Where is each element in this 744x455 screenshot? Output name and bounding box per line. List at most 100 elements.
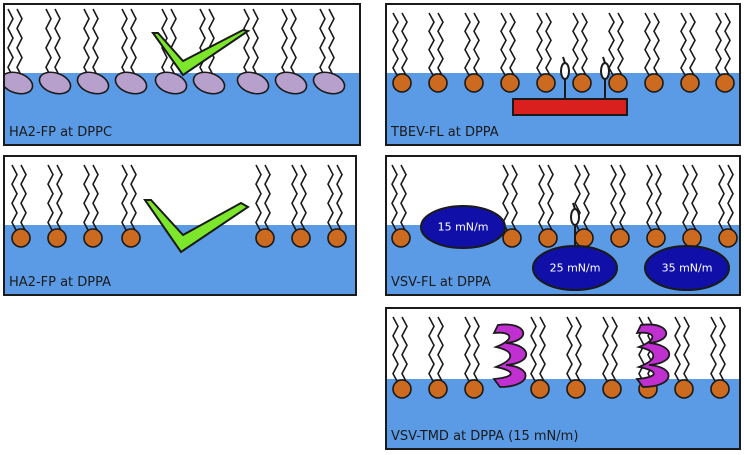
lipid-head xyxy=(536,73,556,93)
lipid-head xyxy=(312,71,346,95)
lipid-tail xyxy=(674,316,681,384)
lipid-tail xyxy=(243,8,250,78)
lipid-tail xyxy=(428,12,435,78)
lipid-tail xyxy=(170,8,177,78)
lipid-tail xyxy=(715,12,722,78)
lipid-head xyxy=(610,228,630,248)
panel-caption: TBEV-FL at DPPA xyxy=(391,125,499,140)
lipid-tail xyxy=(392,316,399,384)
panel-illustration xyxy=(385,155,741,296)
lipid-head xyxy=(502,228,522,248)
panel-ha2fp-dppa: HA2-FP at DPPA xyxy=(3,155,357,296)
lipid-tail xyxy=(611,316,618,384)
lipid-tail xyxy=(539,316,546,384)
panel-caption: VSV-TMD at DPPA (15 mN/m) xyxy=(391,429,579,444)
lipid-head xyxy=(602,379,622,399)
vsv-anchor xyxy=(570,202,580,246)
lipid-head xyxy=(255,228,275,248)
lipid-tail xyxy=(300,164,307,233)
lipid-tail xyxy=(130,164,137,233)
lipid-tail xyxy=(54,8,61,78)
lipid-tail xyxy=(11,164,18,233)
lipid-tail xyxy=(255,164,262,233)
lipid-tail xyxy=(530,316,537,384)
panel-caption: HA2-FP at DPPC xyxy=(9,125,113,140)
lipid-tail xyxy=(683,316,690,384)
lipid-tail xyxy=(290,8,297,78)
lipid-tail xyxy=(56,164,63,233)
lipid-tail xyxy=(608,12,615,78)
lipid-tail xyxy=(680,12,687,78)
lipid-tail xyxy=(45,8,52,78)
lipid-tail xyxy=(718,164,725,233)
lipid-tail xyxy=(575,316,582,384)
lipid-tail xyxy=(121,164,128,233)
lipid-tail xyxy=(617,12,624,78)
ha2-fp-peptide xyxy=(151,28,251,77)
lipid-tail xyxy=(536,12,543,78)
lipid-head xyxy=(500,73,520,93)
lipid-head xyxy=(572,73,592,93)
blob-15 xyxy=(420,205,506,249)
lipid-tail xyxy=(336,164,343,233)
lipid-tail xyxy=(121,8,128,78)
lipid-head xyxy=(3,71,34,95)
lipid-head xyxy=(718,228,738,248)
panel-illustration xyxy=(3,155,357,296)
panel-caption: HA2-FP at DPPA xyxy=(9,275,112,290)
lipid-head xyxy=(154,71,188,95)
lipid-head xyxy=(710,379,730,399)
lipid-tail xyxy=(610,164,617,233)
lipid-head xyxy=(608,73,628,93)
lipid-head xyxy=(566,379,586,399)
lipid-head xyxy=(574,228,594,248)
vsv-tmd-helix xyxy=(635,323,670,388)
lipid-tail xyxy=(545,12,552,78)
lipid-tail xyxy=(653,12,660,78)
blob-35 xyxy=(644,245,730,291)
lipid-tail xyxy=(566,316,573,384)
panel-illustration xyxy=(385,3,741,146)
lipid-tail xyxy=(291,164,298,233)
lipid-head xyxy=(83,228,103,248)
lipid-tail xyxy=(208,8,215,78)
lipid-tail xyxy=(644,12,651,78)
lipid-tail xyxy=(20,164,27,233)
panel-vsvfl-dppa: 15 mN/m 25 mN/m 35 mN/m VSV-FL at DPPA xyxy=(385,155,741,296)
lipid-tail xyxy=(538,164,545,233)
lipid-head xyxy=(428,379,448,399)
lipid-head xyxy=(538,228,558,248)
lipid-tail xyxy=(428,316,435,384)
lipid-tail xyxy=(199,8,206,78)
vsv-tmd-helix xyxy=(492,323,527,388)
panel-illustration xyxy=(385,307,741,450)
lipid-tail xyxy=(646,164,653,233)
lipid-head xyxy=(674,379,694,399)
lipid-tail xyxy=(464,316,471,384)
tbev-protein-bar xyxy=(512,98,628,116)
lipid-head xyxy=(391,228,411,248)
lipid-head xyxy=(715,73,735,93)
lipid-tail xyxy=(401,12,408,78)
lipid-tail xyxy=(83,8,90,78)
lipid-tail xyxy=(682,164,689,233)
lipid-tail xyxy=(719,316,726,384)
lipid-tail xyxy=(727,164,734,233)
lipid-tail xyxy=(16,8,23,78)
lipid-tail xyxy=(710,316,717,384)
lipid-tail xyxy=(602,316,609,384)
panel-ha2fp-dppc: HA2-FP at DPPC xyxy=(3,3,361,146)
lipid-head xyxy=(428,73,448,93)
pressure-label-15: 15 mN/m xyxy=(437,220,489,234)
panel-vsvtmd-dppa: VSV-TMD at DPPA (15 mN/m) xyxy=(385,307,741,450)
lipid-tail xyxy=(437,316,444,384)
pressure-label-35: 35 mN/m xyxy=(661,261,713,275)
lipid-head xyxy=(680,73,700,93)
lipid-tail xyxy=(689,12,696,78)
lipid-head xyxy=(392,379,412,399)
lipid-head xyxy=(192,71,226,95)
pressure-label-25: 25 mN/m xyxy=(549,261,601,275)
lipid-tail xyxy=(327,164,334,233)
lipid-head xyxy=(274,71,308,95)
lipid-head xyxy=(682,228,702,248)
